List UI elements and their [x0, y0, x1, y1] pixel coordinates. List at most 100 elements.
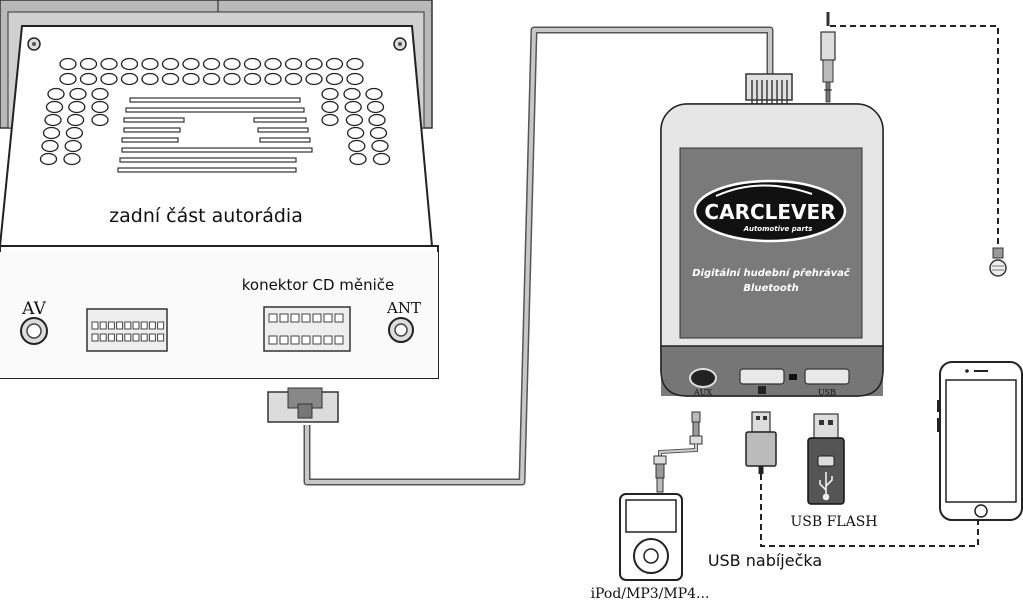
aux-port-label: AUX [693, 388, 713, 397]
vent-hole [348, 139, 366, 153]
usb-symbol-icon [819, 472, 833, 501]
vent-hole [65, 126, 84, 140]
ipod-screen [625, 499, 677, 533]
vent-hole [44, 113, 62, 127]
connector-pin [323, 335, 333, 345]
vent-hole [371, 139, 389, 153]
connector-pin [107, 333, 115, 342]
vent-hole [344, 100, 362, 114]
vent-hole [59, 72, 77, 86]
connector-pin [301, 335, 311, 345]
vent-hole [79, 57, 98, 71]
vent-hole [141, 57, 159, 71]
carclever-device: CARCLEVER Automotive parts Digitální hud… [660, 103, 884, 397]
vent-hole [321, 100, 339, 114]
microphone-cable [820, 12, 1007, 277]
vent-hole [91, 100, 109, 114]
connector-pin [99, 333, 107, 342]
vent-hole [100, 72, 118, 86]
vent-slots [117, 97, 313, 173]
vent-hole [345, 113, 364, 127]
vent-hole [305, 57, 323, 71]
vent-hole [202, 57, 221, 71]
usb-plug-icon [751, 411, 771, 433]
vent-hole [366, 100, 385, 114]
connector-pin [148, 333, 156, 342]
vent-hole [59, 57, 77, 71]
connector-pin [279, 313, 289, 323]
connector-pin [124, 333, 132, 342]
usb-flash-label: USB FLASH [790, 514, 877, 530]
vent-hole [41, 139, 59, 153]
connector-pin [157, 333, 165, 342]
vent-hole [349, 152, 367, 166]
connector-pin [99, 321, 107, 330]
usb-charger-label: USB nabíječka [708, 551, 822, 570]
vent-hole [305, 72, 323, 86]
connector-pin [132, 321, 140, 330]
device-plug [745, 73, 793, 101]
home-button-icon [974, 504, 988, 518]
device-screen [679, 147, 863, 339]
vent-hole [284, 72, 303, 86]
cd-changer-cable [267, 26, 793, 486]
connector-pin [312, 313, 322, 323]
vent-hole [264, 57, 282, 71]
vent-hole [182, 72, 200, 86]
connector-pin [124, 321, 132, 330]
vent-hole [321, 113, 339, 127]
connector-pin [116, 333, 124, 342]
usb-port-left [739, 368, 785, 385]
connector-pin [334, 313, 344, 323]
vent-hole [223, 57, 241, 71]
vent-hole [368, 113, 386, 127]
vent-hole [343, 87, 361, 101]
brand-name: CARCLEVER [704, 200, 835, 224]
vent-hole [346, 57, 364, 71]
vent-hole [223, 72, 241, 86]
ant-label: ANT [386, 299, 421, 317]
usb-port-label: USB [818, 388, 836, 397]
connector-pin [91, 333, 99, 342]
connector-pin [268, 335, 278, 345]
vent-hole [182, 57, 200, 71]
connector-pin [91, 321, 99, 330]
vent-hole [42, 126, 61, 140]
ipod-player [619, 493, 683, 581]
connector-pin [157, 321, 165, 330]
connector-pin [290, 313, 300, 323]
vent-hole [243, 57, 262, 71]
vent-hole [202, 72, 221, 86]
device-description-2: Bluetooth [743, 283, 798, 294]
connector-pin [116, 321, 124, 330]
smartphone [937, 361, 1023, 521]
connector-pin [132, 333, 140, 342]
connector-pin [323, 313, 333, 323]
connector-pin [148, 321, 156, 330]
vent-hole [63, 152, 81, 166]
vent-hole [161, 57, 180, 71]
vent-hole [325, 72, 344, 86]
connector-pin [334, 335, 344, 345]
usb-charger-cable [745, 411, 979, 547]
vent-hole [91, 87, 109, 101]
cd-connector-label: konektor CD měniče [242, 276, 395, 294]
vent-hole [47, 87, 65, 101]
vent-hole [325, 57, 344, 71]
vent-hole [100, 57, 118, 71]
car-radio: zadní část autorádia AV konektor CD měni… [0, 0, 439, 379]
vent-holes [39, 57, 391, 166]
connector-pin [301, 313, 311, 323]
ipod-label: iPod/MP3/MP4... [591, 586, 710, 602]
vent-hole [68, 100, 86, 114]
connector-pin [140, 321, 148, 330]
phone-screen [945, 379, 1017, 503]
aux-cable [653, 411, 703, 493]
jack-plug-icon [820, 31, 836, 61]
vent-hole [161, 72, 180, 86]
connector-pin [312, 335, 322, 345]
vent-hole [69, 87, 87, 101]
connector-pin [140, 333, 148, 342]
connector-pin [107, 321, 115, 330]
vent-hole [321, 87, 339, 101]
